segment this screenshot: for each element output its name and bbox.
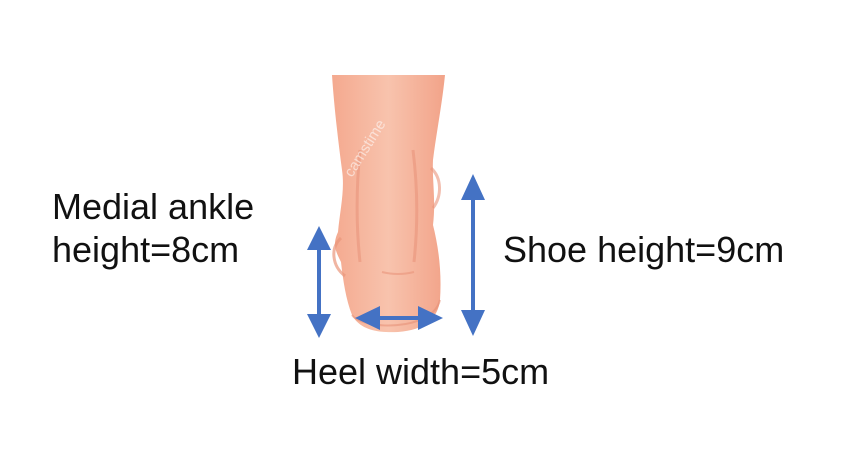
achilles-shadow-right (411, 149, 419, 263)
heel-width-arrow (355, 306, 443, 330)
shoe-height-label: Shoe height=9cm (503, 229, 785, 270)
achilles-shadow-left (355, 149, 362, 263)
medial-ankle-height-arrow (307, 226, 331, 338)
medial-malleolus-bump (332, 236, 346, 278)
leg-and-heel-shape (332, 75, 445, 333)
medial-ankle-label-line1: Medial ankle (52, 186, 255, 227)
medial-ankle-label-line2: height=8cm (52, 229, 240, 271)
shoe-height-arrow (461, 174, 485, 336)
heel-width-label: Heel width=5cm (292, 351, 550, 392)
lateral-malleolus-bump (429, 166, 441, 209)
heel-pad (351, 299, 441, 327)
heel-crease (381, 271, 415, 275)
medial-ankle-height-label: Medial ankle height=8cm (52, 185, 254, 271)
foot-illustration: camstime (332, 75, 445, 333)
